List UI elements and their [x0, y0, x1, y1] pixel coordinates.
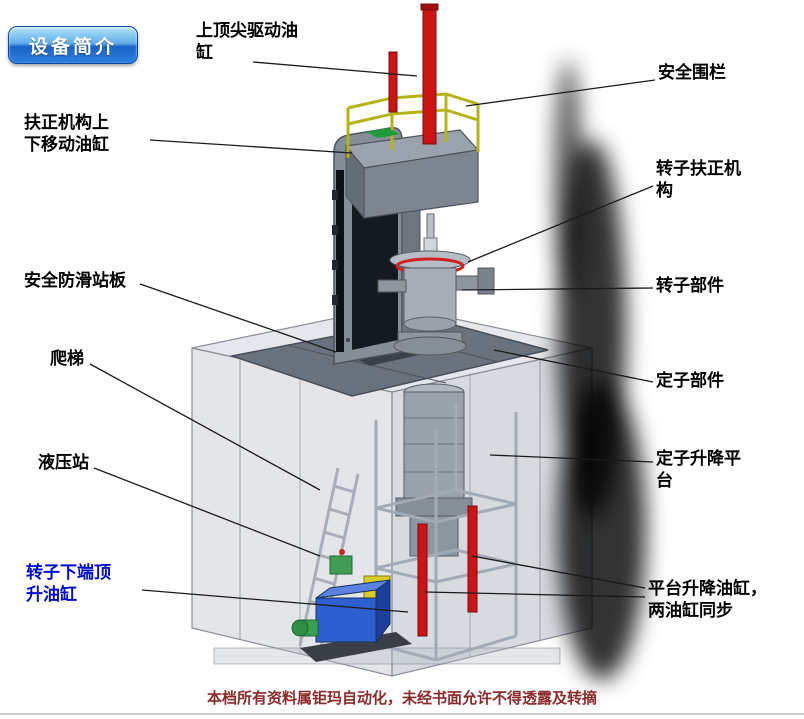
rotor-assembly [377, 213, 495, 356]
label-platform-lift-cylinders: 平台升降油缸， 两油缸同步 [648, 579, 767, 621]
green-pad [366, 128, 400, 138]
head-box [344, 129, 480, 220]
leader-hydraulic [93, 467, 321, 557]
leader-antislip [139, 283, 337, 353]
leader-rotor-part [461, 287, 654, 291]
leader-lines [89, 61, 656, 613]
leader-stator-lift [489, 454, 654, 463]
title-badge-label: 设备简介 [28, 36, 117, 58]
label-hydraulic-station: 液压站 [38, 453, 89, 472]
green-valve-block [329, 555, 353, 575]
platform-lift-rods [417, 505, 478, 637]
label-ladder: 爬梯 [50, 349, 84, 368]
leader-top-cylinder [252, 61, 418, 77]
label-stator-part: 定子部件 [656, 371, 724, 390]
label-safety-fence: 安全围栏 [658, 63, 726, 82]
safety-railing [346, 92, 480, 158]
label-rotor-jack-cylinder: 转子下端顶 升油缸 [26, 563, 111, 605]
title-badge: 设备简介 [8, 26, 138, 64]
leader-safety-fence [465, 79, 656, 107]
leader-ladder [89, 363, 321, 491]
leader-rotor-jack [141, 589, 409, 613]
leader-rotor-centering [467, 185, 654, 263]
leader-stator-part [493, 349, 654, 383]
footer-copyright-text: 本档所有资料属钜玛自动化，未经书面允许不得透露及转摘 [206, 690, 597, 707]
label-rotor-part: 转子部件 [656, 276, 724, 295]
label-anti-slip-platform: 安全防滑站板 [24, 271, 126, 290]
leader-centering-cylinder [149, 139, 353, 154]
label-top-drive-cylinder: 上顶尖驱动油 缸 [196, 21, 298, 63]
top-drive-cylinder [388, 3, 439, 145]
leader-platform-lift-b [424, 591, 646, 598]
label-rotor-centering: 转子扶正机 构 [656, 159, 741, 201]
leader-platform-lift-a [471, 555, 646, 589]
label-stator-lift-platform: 定子升降平 台 [656, 449, 741, 491]
bottom-border-line [0, 713, 804, 715]
label-centering-cylinder: 扶正机构上 下移动油缸 [24, 113, 109, 155]
shadow-smudge [554, 60, 646, 680]
